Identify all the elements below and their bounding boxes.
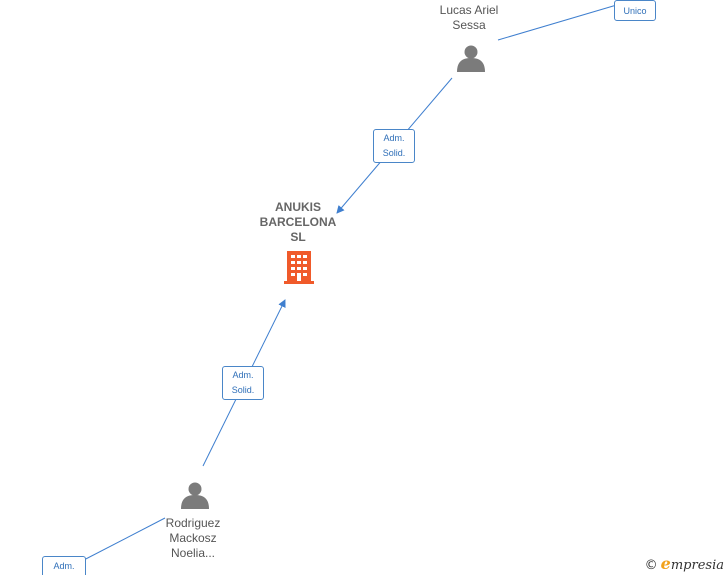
company-name[interactable]: ANUKIS BARCELONA SL (260, 200, 337, 245)
edge-label-top-to-company[interactable]: Adm. Solid. (373, 129, 415, 163)
edge-bottom-left-line (77, 517, 166, 564)
person-icon[interactable] (181, 482, 209, 510)
person-name-line: Lucas Ariel (439, 3, 499, 17)
edge-label-bottom-left[interactable]: Adm. (42, 556, 86, 575)
edge-label-text: Solid. (231, 385, 255, 395)
edge-label-text: Solid. (382, 148, 406, 158)
person-icon[interactable] (457, 45, 485, 73)
building-icon[interactable] (284, 251, 314, 284)
company-name-line: BARCELONA (259, 215, 337, 229)
empresia-watermark: ©empresia (645, 554, 724, 573)
edge-label-text: Adm. (232, 370, 254, 380)
brand-initial: e (660, 554, 671, 573)
edge-label-bottom-to-company[interactable]: Adm. Solid. (222, 366, 264, 400)
person-name-bottom[interactable]: Rodriguez Mackosz Noelia... (166, 516, 221, 561)
edge-label-text: Adm. (383, 133, 405, 143)
person-name-top[interactable]: Lucas Ariel Sessa (440, 3, 499, 33)
person-name-line: Noelia... (170, 546, 216, 560)
copyright-symbol: © (644, 558, 658, 573)
person-name-line: Rodriguez (165, 516, 221, 530)
person-name-line: Sessa (452, 18, 486, 32)
edge-unico-line (497, 3, 621, 41)
edge-label-unico[interactable]: Unico (614, 0, 656, 21)
brand-name: mpresia (670, 558, 724, 573)
edge-label-text: Unico (623, 6, 647, 16)
company-name-line: ANUKIS (274, 200, 322, 214)
company-name-line: SL (290, 230, 306, 244)
person-name-line: Mackosz (169, 531, 217, 545)
edge-label-text: Adm. (53, 561, 75, 571)
